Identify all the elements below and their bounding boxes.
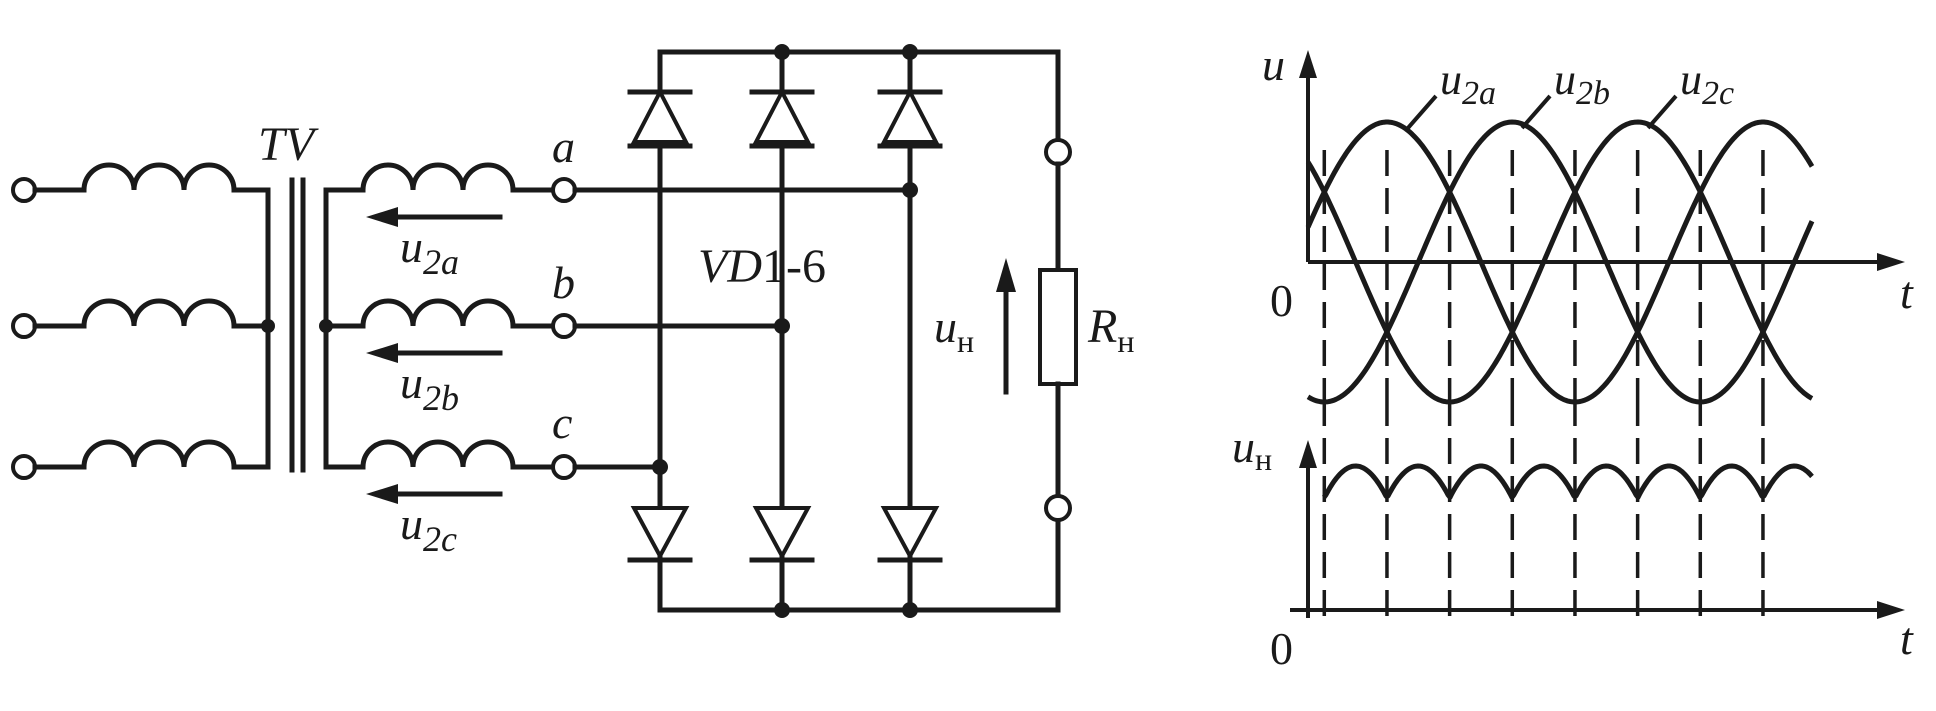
curve-load-voltage xyxy=(1321,463,1814,500)
curve-u2b-label: u2b xyxy=(1554,55,1610,112)
curve-u2c xyxy=(1305,119,1814,405)
load-voltage-label: uн xyxy=(934,301,974,359)
bottom-plot xyxy=(1290,400,1905,619)
top-plot-origin: 0 xyxy=(1270,275,1293,326)
curve-u2c-label: u2c xyxy=(1680,55,1734,112)
secondary-windings xyxy=(319,162,577,480)
arrow-u2c-head xyxy=(366,484,398,504)
primary-neutral-node xyxy=(261,319,275,333)
primary-windings xyxy=(11,162,275,480)
node-b xyxy=(774,318,790,334)
secondary-voltage-arrows xyxy=(366,207,503,504)
phase-a-label: a xyxy=(552,121,575,172)
load-voltage-arrow-head xyxy=(996,258,1016,292)
diode-bridge xyxy=(572,44,1078,618)
diodes-label: VD1-6 xyxy=(698,240,826,293)
curve-u2b xyxy=(1306,119,1815,405)
load-terminal-top xyxy=(1044,138,1072,166)
diode-lower-1 xyxy=(630,506,690,561)
phase-b-label: b xyxy=(552,257,575,308)
bottom-plot-origin: 0 xyxy=(1270,623,1293,674)
primary-terminal-3 xyxy=(11,454,37,480)
load-terminal-bottom xyxy=(1044,494,1072,522)
leader-u2a xyxy=(1406,94,1438,130)
top-plot-x-label: t xyxy=(1900,267,1914,318)
diode-lower-2 xyxy=(752,506,812,561)
transformer-label: TV xyxy=(258,118,319,171)
primary-terminal-2 xyxy=(11,313,37,339)
primary-terminal-1 xyxy=(11,177,37,203)
diode-upper-3 xyxy=(880,87,940,144)
voltage-u2b-label: u2b xyxy=(400,357,459,418)
voltage-u2c-label: u2c xyxy=(400,498,457,559)
primary-coil-2 xyxy=(81,298,237,329)
curve-u2a xyxy=(1305,119,1815,405)
node-c xyxy=(652,459,668,475)
primary-coil-3 xyxy=(81,439,237,470)
secondary-coil-c xyxy=(360,439,516,470)
top-plot xyxy=(1299,50,1905,405)
terminal-a xyxy=(551,177,577,203)
leader-u2b xyxy=(1520,94,1552,130)
bottom-plot-y-label: uн xyxy=(1232,421,1272,477)
primary-coil-1 xyxy=(81,162,237,193)
diode-upper-2 xyxy=(752,87,812,144)
bottom-plot-dash-lines xyxy=(1322,400,1765,618)
curve-u2a-label: u2a xyxy=(1440,55,1496,112)
resistor-label: Rн xyxy=(1087,300,1134,359)
arrow-u2a-head xyxy=(366,207,398,227)
phase-c-label: c xyxy=(552,397,572,448)
terminal-c xyxy=(551,454,577,480)
voltage-u2a-label: u2a xyxy=(400,221,459,282)
terminal-b xyxy=(551,313,577,339)
arrow-u2b-head xyxy=(366,343,398,363)
secondary-coil-b xyxy=(360,298,516,329)
load-resistor xyxy=(1038,268,1078,386)
node-a xyxy=(902,182,918,198)
bottom-plot-x-label: t xyxy=(1900,613,1914,664)
secondary-coil-a xyxy=(360,162,516,193)
transformer-core xyxy=(289,177,306,473)
diode-lower-3 xyxy=(880,506,940,561)
top-plot-y-label: u xyxy=(1262,39,1285,90)
leader-u2c xyxy=(1646,94,1678,130)
diode-upper-1 xyxy=(630,87,690,144)
